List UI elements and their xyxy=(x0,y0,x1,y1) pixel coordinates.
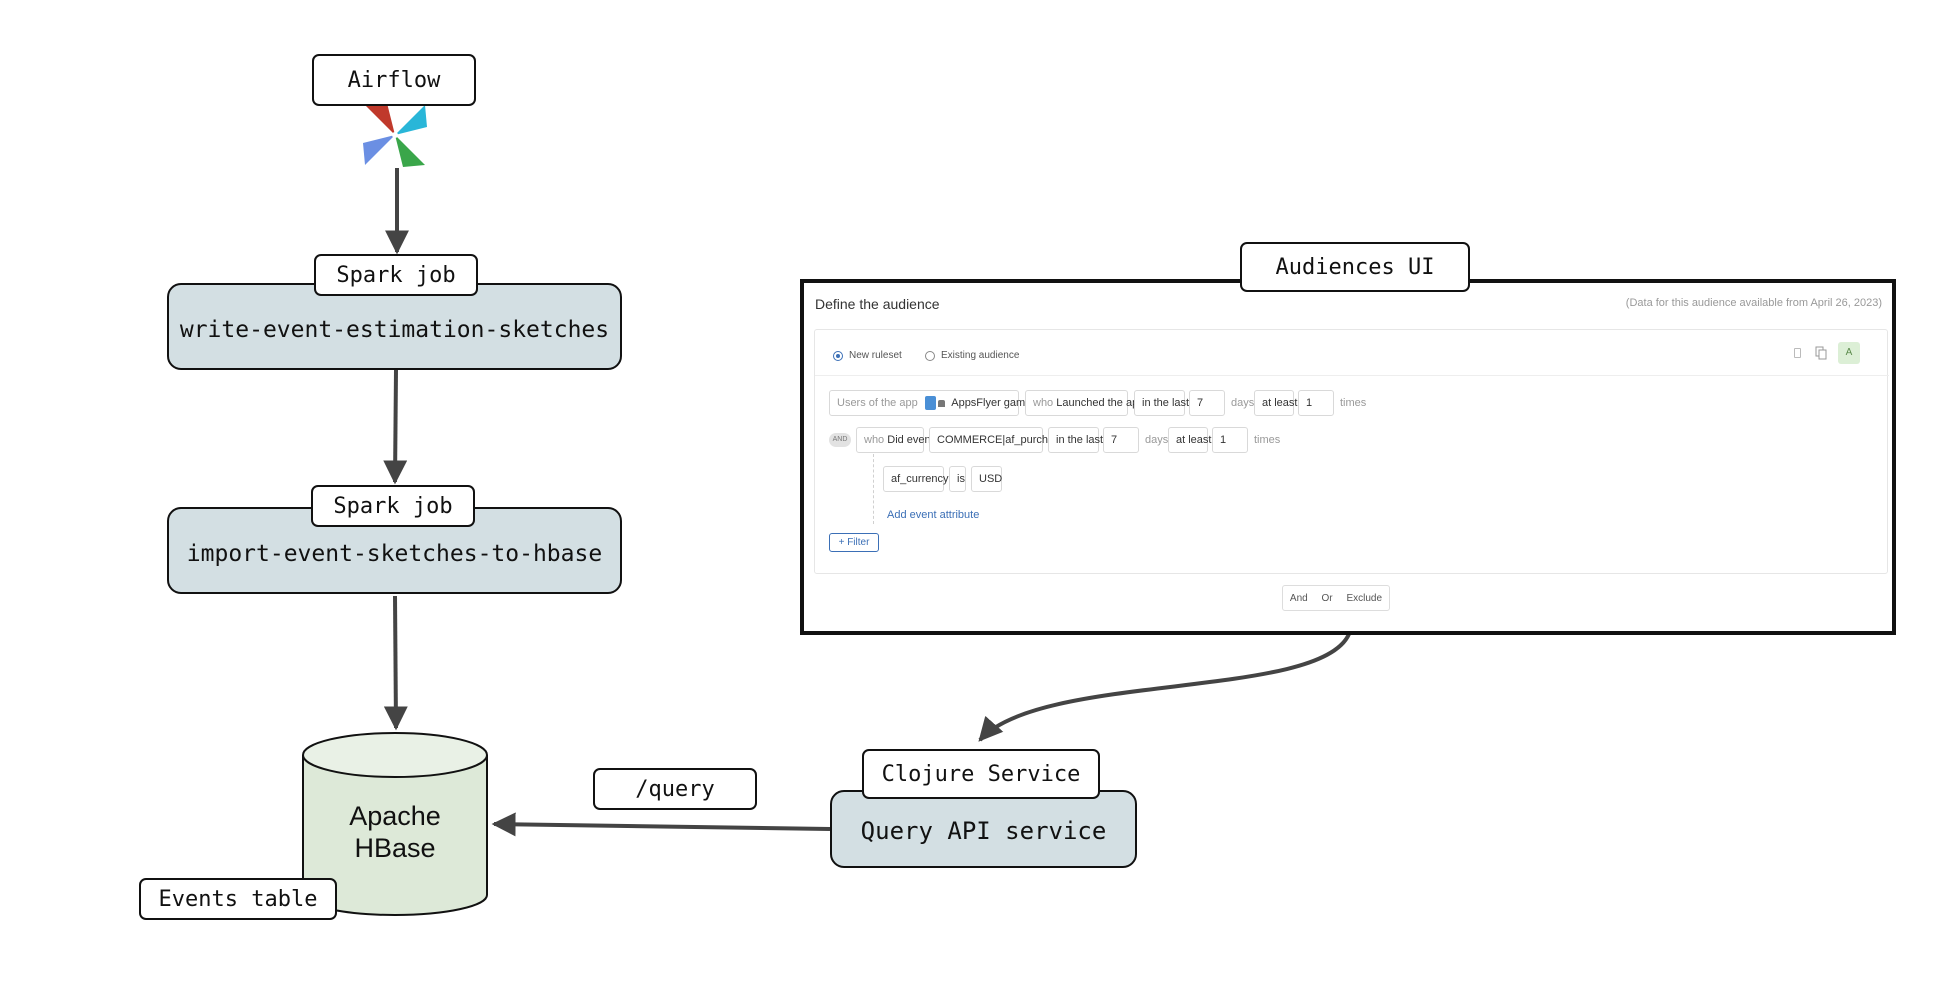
add-event-attribute-link[interactable]: Add event attribute xyxy=(887,509,980,521)
ruleset-panel: New ruleset Existing audience A Users of… xyxy=(814,329,1889,574)
write-sketches-job-box: write-event-estimation-sketches xyxy=(167,283,622,370)
define-audience-title: Define the audience xyxy=(815,296,940,312)
query-api-service-box: Query API service xyxy=(830,790,1137,868)
who-label-2: who xyxy=(864,434,885,446)
combine-exclude-button[interactable]: Exclude xyxy=(1346,592,1383,604)
who-label-1: who xyxy=(1033,397,1054,409)
days-label-1: days xyxy=(1231,397,1255,409)
attribute-operator[interactable]: is xyxy=(949,466,966,492)
combine-button-group: And Or Exclude xyxy=(1282,585,1390,611)
duplicate-icon[interactable] xyxy=(1815,346,1827,360)
times-label-2: times xyxy=(1254,434,1281,446)
condition-value-1: Launched the app xyxy=(1056,397,1145,409)
hbase-cylinder xyxy=(302,732,488,916)
times-label-1: times xyxy=(1340,397,1367,409)
days-input-2[interactable]: 7 xyxy=(1103,427,1139,453)
days-input-1[interactable]: 7 xyxy=(1189,390,1225,416)
times-input-2[interactable]: 1 xyxy=(1212,427,1248,453)
app-selector[interactable]: Users of the app AppsFlyer gaming app xyxy=(829,390,1061,416)
condition-selector-1[interactable]: who Launched the app xyxy=(1025,390,1144,416)
avatar[interactable]: A xyxy=(1838,342,1860,364)
times-input-1[interactable]: 1 xyxy=(1298,390,1334,416)
time-range-selector-2[interactable]: in the last xyxy=(1048,427,1103,453)
hbase-line-1: Apache xyxy=(349,801,441,831)
condition-selector-2[interactable]: who Did event xyxy=(856,427,934,453)
airflow-label: Airflow xyxy=(312,54,476,106)
spark-job-2-label: Spark job xyxy=(311,485,475,527)
existing-audience-radio[interactable] xyxy=(925,351,935,361)
condition-value-2: Did event xyxy=(887,434,934,446)
filter-button[interactable]: + Filter xyxy=(829,533,879,552)
frequency-selector-2[interactable]: at least xyxy=(1168,427,1211,453)
arrow-spark2-to-hbase xyxy=(383,595,408,731)
existing-audience-label: Existing audience xyxy=(941,350,1020,361)
hbase-name: Apache HBase xyxy=(303,800,487,864)
new-ruleset-radio[interactable] xyxy=(833,351,843,361)
days-label-2: days xyxy=(1145,434,1169,446)
frequency-selector-1[interactable]: at least xyxy=(1254,390,1297,416)
android-icon xyxy=(937,399,945,407)
plus-icon: + xyxy=(838,537,845,548)
arrow-api-to-hbase xyxy=(491,812,831,837)
attribute-tree-line xyxy=(873,454,874,524)
query-endpoint-label: /query xyxy=(593,768,757,810)
spark-job-1-label: Spark job xyxy=(314,254,478,296)
filter-button-label: Filter xyxy=(847,537,870,548)
delete-icon[interactable] xyxy=(1794,348,1801,358)
new-ruleset-label: New ruleset xyxy=(849,350,902,361)
combine-and-button[interactable]: And xyxy=(1289,592,1308,604)
events-table-label: Events table xyxy=(139,878,337,920)
combine-or-button[interactable]: Or xyxy=(1321,592,1333,604)
attribute-value[interactable]: USD xyxy=(971,466,1002,492)
availability-note: (Data for this audience available from A… xyxy=(1625,297,1882,309)
clojure-service-label: Clojure Service xyxy=(862,749,1100,799)
audiences-ui-label: Audiences UI xyxy=(1240,242,1470,292)
users-of-app-label: Users of the app xyxy=(837,397,918,409)
and-badge: AND xyxy=(829,433,851,447)
time-range-selector-1[interactable]: in the last xyxy=(1134,390,1189,416)
airflow-logo-icon xyxy=(363,103,427,167)
arrow-ui-to-api xyxy=(978,633,1351,742)
event-selector[interactable]: COMMERCE|af_purchase xyxy=(929,427,1066,453)
panel-divider xyxy=(815,375,1889,376)
app-icon xyxy=(924,396,936,411)
hbase-line-2: HBase xyxy=(354,833,436,863)
arrow-spark1-to-spark2 xyxy=(383,369,408,485)
attribute-name[interactable]: af_currency xyxy=(883,466,948,492)
audiences-ui-screenshot: Define the audience (Data for this audie… xyxy=(800,279,1896,635)
